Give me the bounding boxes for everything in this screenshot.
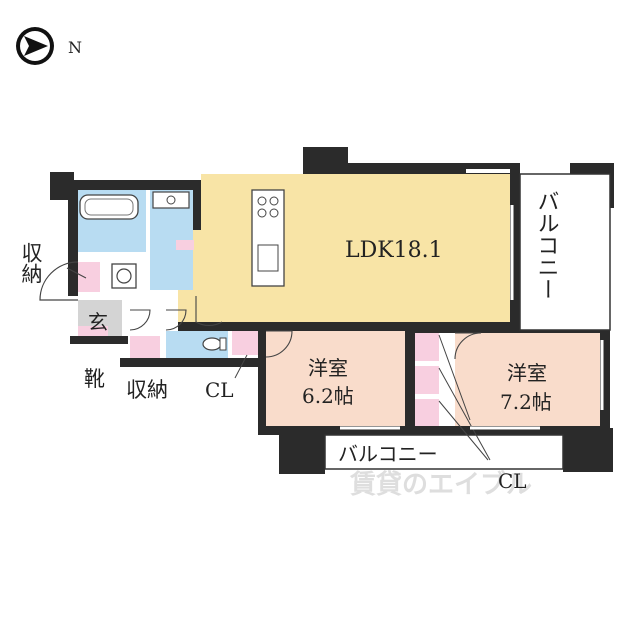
closet-1 bbox=[232, 331, 258, 355]
north-arrow-icon bbox=[16, 27, 54, 65]
kitchen-sink-icon bbox=[257, 244, 279, 272]
stove-icon bbox=[257, 196, 267, 206]
bedroom-2-area bbox=[455, 333, 600, 426]
ldk-label: LDK18.1 bbox=[345, 238, 443, 263]
storage-shoe bbox=[78, 326, 108, 336]
entrance-label: 玄 bbox=[88, 310, 108, 334]
storage-bottom bbox=[130, 336, 160, 358]
kitchen-counter-icon bbox=[251, 189, 285, 287]
door-swing-3 bbox=[454, 332, 482, 360]
closet-1-label: CL bbox=[205, 378, 234, 402]
door-swing-2 bbox=[265, 330, 293, 358]
toilet-icon bbox=[202, 337, 222, 351]
bedroom-1-area bbox=[266, 331, 405, 426]
bedroom-1-name: 洋室 bbox=[308, 356, 348, 380]
door-swing-1 bbox=[195, 296, 223, 326]
storage-small bbox=[176, 240, 194, 250]
washing-machine-icon bbox=[111, 263, 137, 289]
north-label: N bbox=[68, 38, 82, 57]
storage-bottom-label: 収納 bbox=[126, 378, 168, 402]
balcony-bottom-label: バルコニー bbox=[338, 442, 438, 466]
bedroom-1-size: 6.2帖 bbox=[302, 384, 354, 408]
watermark: 賃貸のエイブル bbox=[349, 469, 532, 500]
storage-left bbox=[78, 262, 100, 292]
balcony-right-label: バルコニー bbox=[534, 190, 559, 300]
balcony-right-area bbox=[519, 173, 611, 331]
front-door-icon bbox=[39, 261, 79, 301]
bathtub-icon bbox=[79, 194, 139, 220]
closet-2-label: CL bbox=[498, 469, 527, 493]
door-swing-5 bbox=[165, 309, 187, 331]
balcony-bottom-area bbox=[324, 434, 564, 470]
door-swing-4 bbox=[129, 309, 151, 331]
closet-2c bbox=[415, 399, 439, 426]
closet-2a bbox=[415, 333, 439, 361]
bedroom-2-size: 7.2帖 bbox=[500, 390, 552, 414]
shoe-storage-label: 靴 bbox=[84, 367, 105, 391]
wash-basin-icon bbox=[152, 191, 190, 209]
closet-2b bbox=[415, 366, 439, 394]
storage-left-label: 収納 bbox=[19, 242, 43, 284]
bedroom-2-name: 洋室 bbox=[507, 361, 547, 385]
